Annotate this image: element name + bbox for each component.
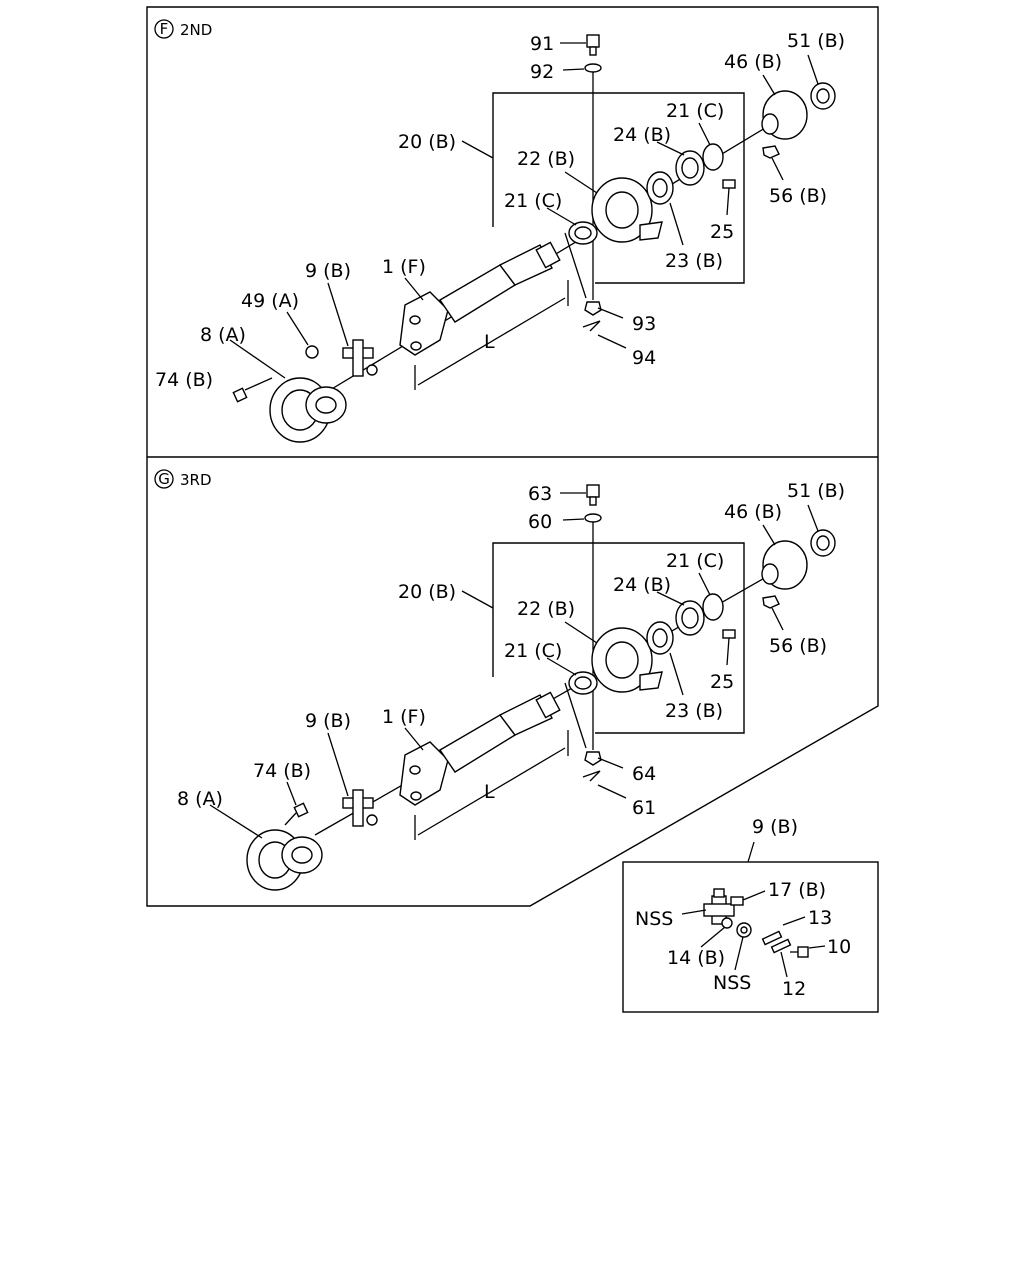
label-2nd-21c-lower: 21 (C)	[504, 190, 562, 212]
label-2nd-dim-l: L	[484, 331, 495, 353]
label-3rd-61: 61	[632, 797, 656, 819]
label-3rd-74b: 74 (B)	[253, 760, 311, 782]
label-2nd-74b: 74 (B)	[155, 369, 213, 391]
label-2nd-1f: 1 (F)	[382, 256, 426, 278]
label-inset-10: 10	[827, 936, 851, 958]
label-2nd-22b: 22 (B)	[517, 148, 575, 170]
label-3rd-25: 25	[710, 671, 734, 693]
section-header-3rd: G 3RD	[154, 469, 212, 489]
label-2nd-92: 92	[530, 61, 554, 83]
label-2nd-25: 25	[710, 221, 734, 243]
label-3rd-22b: 22 (B)	[517, 598, 575, 620]
label-3rd-56b: 56 (B)	[769, 635, 827, 657]
label-2nd-93: 93	[632, 313, 656, 335]
section-title-2nd: 2ND	[180, 21, 212, 39]
label-3rd-60: 60	[528, 511, 552, 533]
section-circle-2nd	[154, 19, 174, 39]
section-letter-2nd: F	[160, 20, 169, 38]
label-3rd-23b: 23 (B)	[665, 700, 723, 722]
label-3rd-8a: 8 (A)	[177, 788, 223, 810]
label-2nd-9b: 9 (B)	[305, 260, 351, 282]
label-3rd-24b: 24 (B)	[613, 574, 671, 596]
label-inset-nss-bottom: NSS	[713, 972, 751, 994]
label-inset-17b: 17 (B)	[768, 879, 826, 901]
label-3rd-64: 64	[632, 763, 656, 785]
label-2nd-94: 94	[632, 347, 656, 369]
diagram-frames	[146, 6, 879, 1013]
label-2nd-51b: 51 (B)	[787, 30, 845, 52]
label-2nd-20b: 20 (B)	[398, 131, 456, 153]
label-3rd-1f: 1 (F)	[382, 706, 426, 728]
label-3rd-21c-lower: 21 (C)	[504, 640, 562, 662]
label-inset-nss-left: NSS	[635, 908, 673, 930]
inset-spider-detail: 9 (B) 17 (B) NSS 13 10 14 (B) NSS 12	[635, 816, 851, 1000]
label-3rd-51b: 51 (B)	[787, 480, 845, 502]
assembly-3rd: 63 60 51 (B) 46 (B) 21 (C) 24 (B) 20 (B)…	[177, 480, 845, 891]
label-3rd-20b: 20 (B)	[398, 581, 456, 603]
label-inset-9b: 9 (B)	[752, 816, 798, 838]
label-2nd-8a: 8 (A)	[200, 324, 246, 346]
label-3rd-dim-l: L	[484, 781, 495, 803]
assembly-2nd: 91 92 51 (B) 46 (B) 21 (C) 24 (B) 20 (B)…	[155, 30, 845, 443]
label-3rd-46b: 46 (B)	[724, 501, 782, 523]
label-3rd-21c-upper: 21 (C)	[666, 550, 724, 572]
label-2nd-46b: 46 (B)	[724, 51, 782, 73]
label-2nd-49a: 49 (A)	[241, 290, 299, 312]
section-letter-3rd: G	[158, 470, 170, 488]
label-2nd-91: 91	[530, 33, 554, 55]
section-title-3rd: 3RD	[180, 471, 212, 489]
label-inset-13: 13	[808, 907, 832, 929]
section-circle-3rd	[154, 469, 174, 489]
label-2nd-23b: 23 (B)	[665, 250, 723, 272]
label-2nd-24b: 24 (B)	[613, 124, 671, 146]
label-2nd-21c-upper: 21 (C)	[666, 100, 724, 122]
label-3rd-9b: 9 (B)	[305, 710, 351, 732]
label-3rd-63: 63	[528, 483, 552, 505]
section-header-2nd: F 2ND	[154, 19, 212, 39]
label-2nd-56b: 56 (B)	[769, 185, 827, 207]
label-inset-14b: 14 (B)	[667, 947, 725, 969]
label-inset-12: 12	[782, 978, 806, 1000]
